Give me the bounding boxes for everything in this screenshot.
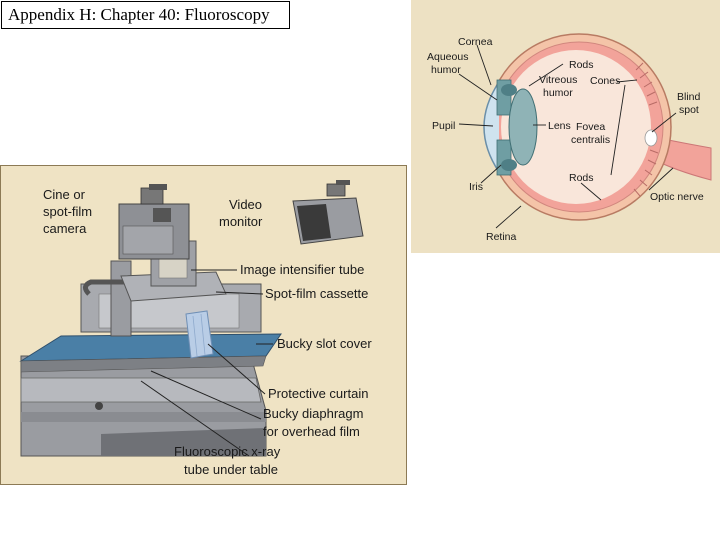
page-title: Appendix H: Chapter 40: Fluoroscopy xyxy=(1,1,290,29)
label-vitreous-humor: Vitreous humor xyxy=(539,74,580,99)
control-knob xyxy=(95,402,103,410)
label-bucky-diaphragm: Bucky diaphragm for overhead film xyxy=(263,406,367,439)
label-cones: Cones xyxy=(590,75,620,87)
fluoroscope-drawing: Cine or spot-film camera Video monitor I… xyxy=(19,180,372,477)
eye-leader-lines xyxy=(458,44,677,229)
label-blind-spot: Blind spot xyxy=(677,91,703,116)
label-lens: Lens xyxy=(548,120,571,132)
label-iris: Iris xyxy=(469,181,483,193)
label-spot-film-cassette: Spot-film cassette xyxy=(265,286,368,301)
photoreceptor-stripes xyxy=(633,62,659,197)
lens-shape xyxy=(508,88,538,166)
protective-curtain xyxy=(185,310,214,359)
fluoroscope-illustration: Cine or spot-film camera Video monitor I… xyxy=(0,165,407,485)
leader-lines xyxy=(140,269,273,457)
label-cine-camera: Cine or spot-film camera xyxy=(43,187,96,236)
label-aqueous-humor: Aqueous humor xyxy=(427,51,471,76)
eye-anatomy-illustration: Cornea Aqueous humor Rods Vitreous humor… xyxy=(411,0,720,253)
label-fovea: Fovea centralis xyxy=(571,121,610,146)
label-image-intensifier: Image intensifier tube xyxy=(240,262,364,277)
label-xray-tube: Fluoroscopic x-ray tube under table xyxy=(174,444,284,477)
label-rods-bottom: Rods xyxy=(569,172,594,184)
label-pupil: Pupil xyxy=(432,120,455,132)
label-rods-top: Rods xyxy=(569,59,594,71)
label-optic-nerve: Optic nerve xyxy=(650,191,704,203)
cornea-shape xyxy=(483,81,500,173)
label-bucky-slot-cover: Bucky slot cover xyxy=(277,336,372,351)
label-protective-curtain: Protective curtain xyxy=(268,386,368,401)
blind-spot-mark xyxy=(644,129,658,147)
label-video-monitor: Video monitor xyxy=(219,197,266,229)
label-retina: Retina xyxy=(486,231,517,243)
label-cornea: Cornea xyxy=(458,36,493,48)
vitreous-body xyxy=(501,50,651,204)
eye-drawing: Cornea Aqueous humor Rods Vitreous humor… xyxy=(427,33,712,243)
